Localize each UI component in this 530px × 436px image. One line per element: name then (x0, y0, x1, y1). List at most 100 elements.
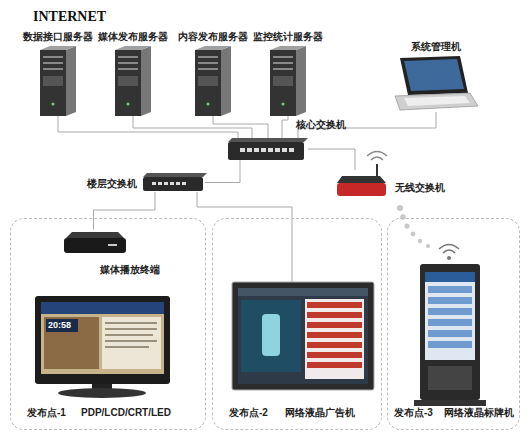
switch-port (261, 148, 266, 152)
screen-line (105, 334, 153, 336)
switch-port (152, 182, 156, 185)
laptop-base (395, 93, 478, 110)
kiosk-icon (414, 264, 486, 406)
wifi-arc (439, 245, 459, 250)
network-cable (292, 218, 293, 282)
router-icon (337, 152, 387, 197)
network-cable (308, 149, 355, 170)
network-heading: INTERNET (33, 9, 106, 25)
network-cable (197, 192, 292, 218)
server-slot (43, 62, 63, 64)
switch-body (143, 177, 203, 191)
ad-screen (238, 288, 368, 384)
switch-port (289, 148, 294, 152)
kiosk-row (428, 319, 472, 326)
workstation-node: 系统管理机 (393, 56, 479, 112)
switch-port (282, 148, 287, 152)
node-label: 监控统计服务器 (253, 31, 323, 43)
server-side (221, 46, 231, 116)
ad-list-row (307, 352, 362, 358)
node-label: 楼层交换机 (87, 178, 137, 190)
network-cable (205, 160, 240, 183)
node-label: PDP/LCD/CRT/LED (81, 407, 171, 419)
wifi-arc (443, 250, 455, 253)
screen-line (105, 340, 157, 342)
screen-line (105, 328, 157, 330)
region-box: 发布点-2网络液晶广告机 (212, 218, 382, 430)
region-box: 发布点-3网络液晶标牌机 (387, 218, 520, 430)
signal-dot (426, 244, 430, 248)
router-top (337, 176, 386, 183)
kiosk-body (420, 264, 480, 400)
player-body (64, 238, 126, 253)
screen-clock: 20:58 (48, 320, 71, 331)
switch-port (247, 148, 252, 152)
player-light (108, 244, 117, 246)
player-top (66, 232, 124, 238)
server-icon (115, 46, 151, 116)
monitor-neck (92, 384, 112, 390)
kiosk-row (428, 297, 472, 304)
switch-top (228, 138, 308, 142)
server-slot (43, 68, 63, 70)
server-icon (195, 46, 231, 116)
laptop-screen-frame (400, 56, 468, 95)
server-led (282, 103, 285, 106)
server-node: 数据接口服务器 (40, 46, 76, 116)
network-cable (94, 192, 156, 230)
server-slot (198, 62, 218, 64)
ad-figure (262, 314, 280, 356)
screen-line (105, 322, 157, 324)
ad-machine-icon (232, 282, 374, 390)
signal-dot (404, 223, 409, 228)
server-bay (118, 76, 138, 86)
kiosk-row (428, 341, 472, 348)
server-top (195, 46, 231, 50)
kiosk-row (428, 330, 472, 337)
network-cable (213, 116, 268, 138)
switch-port (268, 148, 273, 152)
server-side (141, 46, 151, 116)
switch-port (240, 148, 245, 152)
server-slot (118, 68, 138, 70)
media-player-icon (64, 232, 126, 253)
server-led (52, 103, 55, 106)
server-top (270, 46, 306, 50)
server-node: 媒体发布服务器 (115, 46, 151, 116)
ad-list (305, 299, 364, 379)
clock-box (46, 319, 78, 332)
signal-dot (418, 239, 422, 243)
player-node: 媒体播放终端 (62, 230, 126, 256)
server-icon (270, 46, 306, 116)
network-cable (133, 116, 252, 138)
ad-frame (232, 282, 374, 390)
ad-list-row (307, 302, 362, 308)
server-front (115, 50, 141, 116)
router-node: 无线交换机 (335, 170, 387, 198)
node-label: 网络液晶标牌机 (444, 407, 514, 419)
server-icon (40, 46, 76, 116)
server-slot (118, 56, 138, 58)
switch-port (182, 182, 186, 185)
server-slot (273, 56, 293, 58)
signal-dot (411, 232, 416, 237)
server-bay (198, 76, 218, 86)
laptop-icon (395, 56, 478, 110)
kiosk-base (414, 400, 486, 406)
ad-left-panel (241, 300, 301, 372)
server-bay (43, 76, 63, 86)
switch-port (176, 182, 180, 185)
server-slot (198, 56, 218, 58)
ad-list-row (307, 332, 362, 338)
kiosk-header (425, 272, 475, 282)
node-label: 发布点-1 (27, 407, 66, 419)
node-label: 系统管理机 (411, 41, 461, 53)
server-front (40, 50, 66, 116)
switch-port (254, 148, 259, 152)
server-top (115, 46, 151, 50)
ad-header (238, 288, 368, 296)
server-slot (198, 68, 218, 70)
router-antenna (376, 164, 378, 176)
router-body (337, 183, 386, 196)
